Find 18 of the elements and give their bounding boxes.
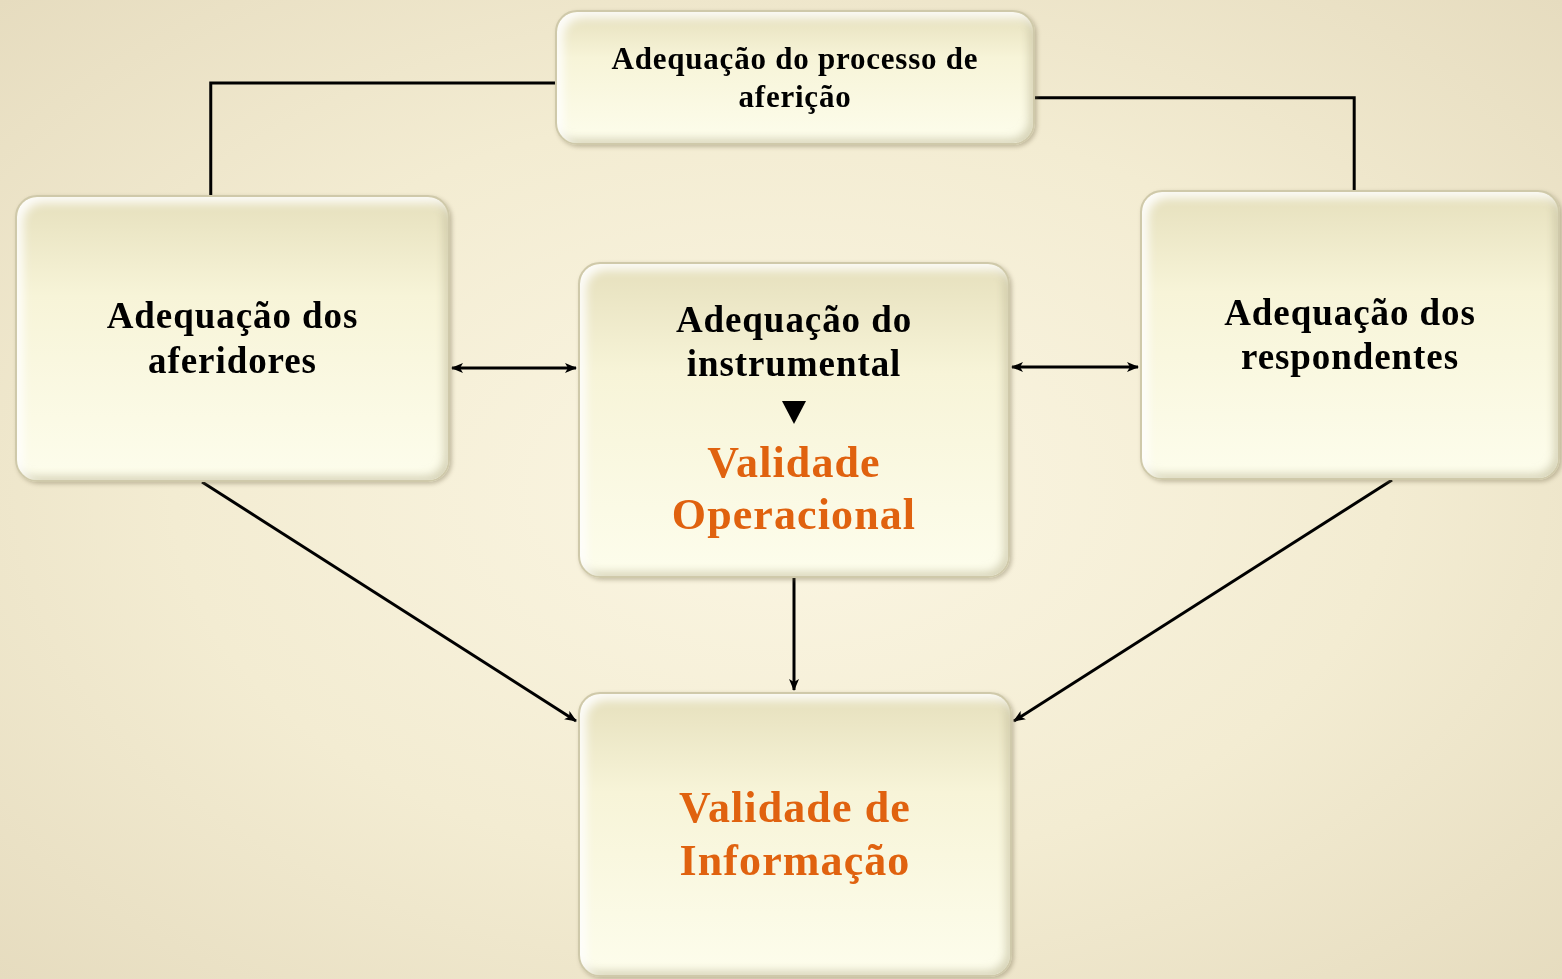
process-box <box>578 692 1012 977</box>
connector-line <box>209 81 555 195</box>
connector-line <box>1035 96 1356 190</box>
arrow <box>1011 362 1139 372</box>
box-label: Adequação do processo de aferição <box>610 40 980 115</box>
arrow <box>201 480 577 723</box>
result-text: Validade Operacional <box>670 436 918 542</box>
process-box <box>555 10 1035 145</box>
process-box <box>578 262 1010 578</box>
arrow <box>451 363 577 373</box>
process-box <box>15 195 450 482</box>
box-label: Adequação dos respondentes <box>1223 290 1477 379</box>
box-label: Adequação dos aferidores <box>105 294 360 383</box>
process-box <box>1140 190 1560 480</box>
result-text: Validade de Informação <box>678 781 912 887</box>
arrow <box>789 578 799 691</box>
box-label: Adequação do instrumental <box>674 297 914 387</box>
arrow <box>1013 478 1393 723</box>
